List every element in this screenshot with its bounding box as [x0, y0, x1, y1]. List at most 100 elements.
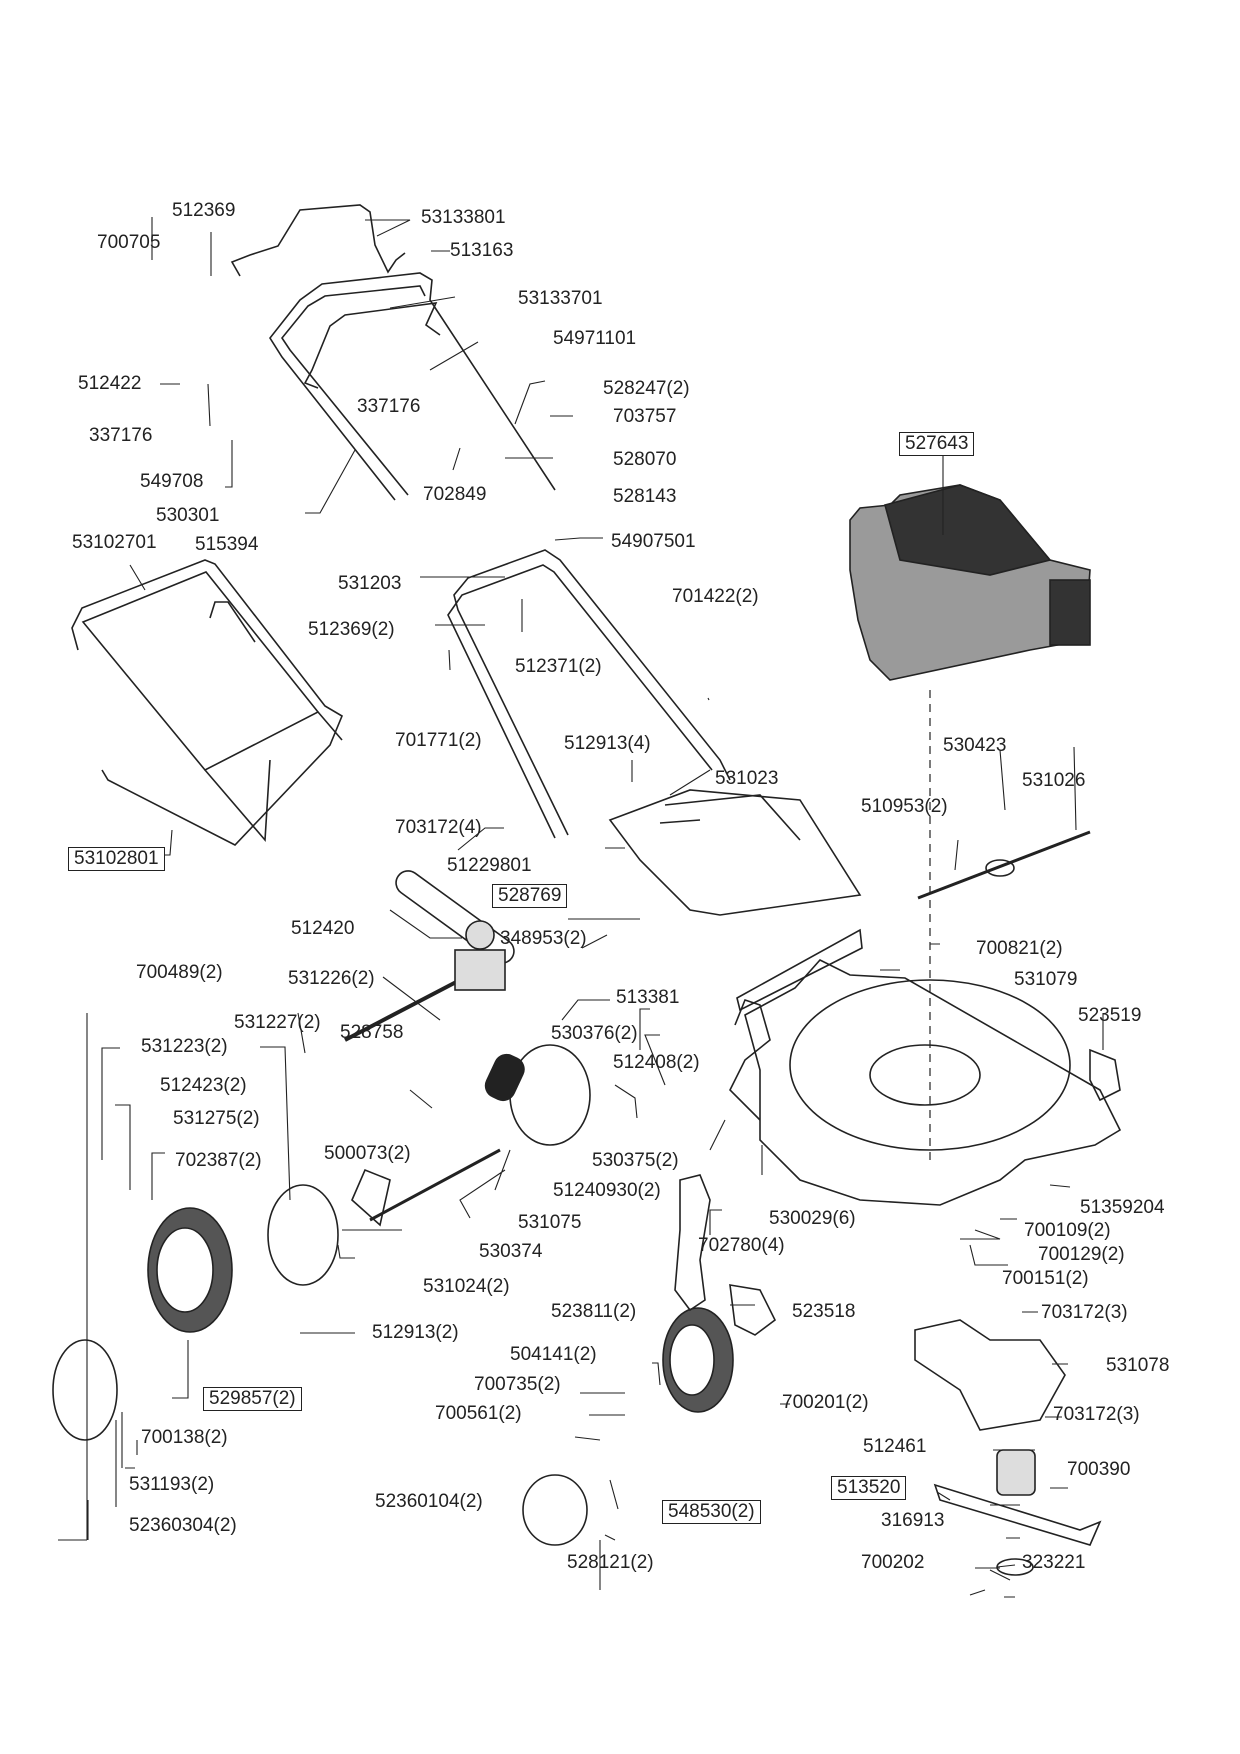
- deck-inner: [789, 979, 1071, 1151]
- part-label: 512408(2): [613, 1052, 700, 1073]
- rear-wheel-hub: [156, 1227, 214, 1313]
- cutting-blade: [933, 1483, 1102, 1546]
- part-label: 700138(2): [141, 1427, 228, 1448]
- part-label: 531023: [715, 768, 779, 789]
- part-label: 549708: [140, 471, 204, 492]
- bail-bar-inner: [303, 302, 441, 389]
- part-label: 700390: [1067, 1459, 1131, 1480]
- part-label: 500073(2): [324, 1143, 411, 1164]
- grass-bag-handle: [209, 601, 256, 643]
- part-label: 51359204: [1080, 1197, 1165, 1218]
- part-label: 523519: [1078, 1005, 1142, 1026]
- part-label-blade: 513520: [831, 1476, 907, 1500]
- part-label: 323221: [1022, 1552, 1086, 1573]
- gearbox: [454, 949, 506, 991]
- part-label: 700201(2): [782, 1392, 869, 1413]
- part-label: 528121(2): [567, 1552, 654, 1573]
- part-label: 512369: [172, 200, 236, 221]
- part-label: 531026: [1022, 770, 1086, 791]
- part-label: 702387(2): [175, 1150, 262, 1171]
- adjust-lever-knob: [484, 1053, 525, 1102]
- part-label: 531193(2): [129, 1474, 215, 1495]
- part-label: 700109(2): [1024, 1220, 1111, 1241]
- part-label: 701771(2): [395, 730, 482, 751]
- part-label: 513381: [616, 987, 680, 1008]
- blade-adapter: [914, 1319, 1066, 1431]
- part-label: 700561(2): [435, 1403, 522, 1424]
- part-label: 512371(2): [515, 656, 602, 677]
- part-label: 703172(3): [1053, 1404, 1140, 1425]
- part-label-engine: 527643: [899, 432, 975, 456]
- part-label: 512423(2): [160, 1075, 247, 1096]
- part-label: 530423: [943, 735, 1007, 756]
- blade-fan: [996, 1449, 1036, 1496]
- part-label: 703172(4): [395, 817, 482, 838]
- part-label: 702780(4): [698, 1235, 785, 1256]
- rear-cover: [608, 789, 862, 916]
- part-label: 531079: [1014, 969, 1078, 990]
- grass-bag-frame: [71, 559, 344, 846]
- part-label: 337176: [357, 396, 421, 417]
- upper-bail-bar: [230, 204, 406, 277]
- part-label: 52360104(2): [375, 1491, 483, 1512]
- bracket-523519: [1089, 1048, 1121, 1102]
- rear-axle: [369, 1148, 501, 1222]
- part-label: 700705: [97, 232, 161, 253]
- lower-handle-inner: [447, 564, 713, 839]
- bracket-523518: [729, 1284, 777, 1336]
- throttle-rod: [917, 830, 1091, 900]
- front-hubcap: [522, 1474, 588, 1546]
- part-label: 53133801: [421, 207, 506, 228]
- drive-axle: [344, 978, 461, 1042]
- part-label: 53133701: [518, 288, 603, 309]
- part-label: 531227(2): [234, 1012, 321, 1033]
- part-label: 337176: [89, 425, 153, 446]
- deck-ring: [869, 1044, 981, 1106]
- part-label: 702849: [423, 484, 487, 505]
- front-wheel-hub: [669, 1324, 715, 1396]
- part-label: 531024(2): [423, 1276, 510, 1297]
- part-label: 528070: [613, 449, 677, 470]
- rear-cover-top: [659, 794, 801, 841]
- hub-cover-plate: [267, 1184, 339, 1286]
- part-label: 512420: [291, 918, 355, 939]
- part-label: 531078: [1106, 1355, 1170, 1376]
- part-label: 530375(2): [592, 1150, 679, 1171]
- part-label: 51229801: [447, 855, 532, 876]
- rear-flap: [736, 928, 863, 1012]
- part-label: 512422: [78, 373, 142, 394]
- throttle-spring: [985, 859, 1015, 877]
- part-label: 700151(2): [1002, 1268, 1089, 1289]
- drive-belt: [395, 870, 515, 964]
- lower-handle: [453, 549, 731, 836]
- part-label: 512461: [863, 1436, 927, 1457]
- upper-handle: [269, 272, 556, 501]
- part-label: 700202: [861, 1552, 925, 1573]
- part-label: 703757: [613, 406, 677, 427]
- part-label: 54907501: [611, 531, 696, 552]
- wheel-plate: [509, 1044, 591, 1146]
- part-label: 53102701: [72, 532, 157, 553]
- part-label: 531075: [518, 1212, 582, 1233]
- mower-deck: [744, 959, 1122, 1206]
- part-label: 523811(2): [551, 1301, 637, 1322]
- rear-hubcap: [52, 1339, 118, 1441]
- part-label: 52360304(2): [129, 1515, 237, 1536]
- part-label: 531226(2): [288, 968, 375, 989]
- part-label: 530029(6): [769, 1208, 856, 1229]
- engine-muffler: [1049, 579, 1091, 646]
- part-label: 528247(2): [603, 378, 690, 399]
- deck-bracket: [729, 999, 771, 1121]
- part-label: 700735(2): [474, 1374, 561, 1395]
- part-label: 528758: [340, 1022, 404, 1043]
- part-label: 531223(2): [141, 1036, 228, 1057]
- part-label: 528143: [613, 486, 677, 507]
- part-label: 515394: [195, 534, 259, 555]
- part-label: 700821(2): [976, 938, 1063, 959]
- front-wheel-bracket: [674, 1174, 711, 1312]
- grass-bag-side: [204, 711, 343, 843]
- part-label: 512913(2): [372, 1322, 459, 1343]
- part-label: 700489(2): [136, 962, 223, 983]
